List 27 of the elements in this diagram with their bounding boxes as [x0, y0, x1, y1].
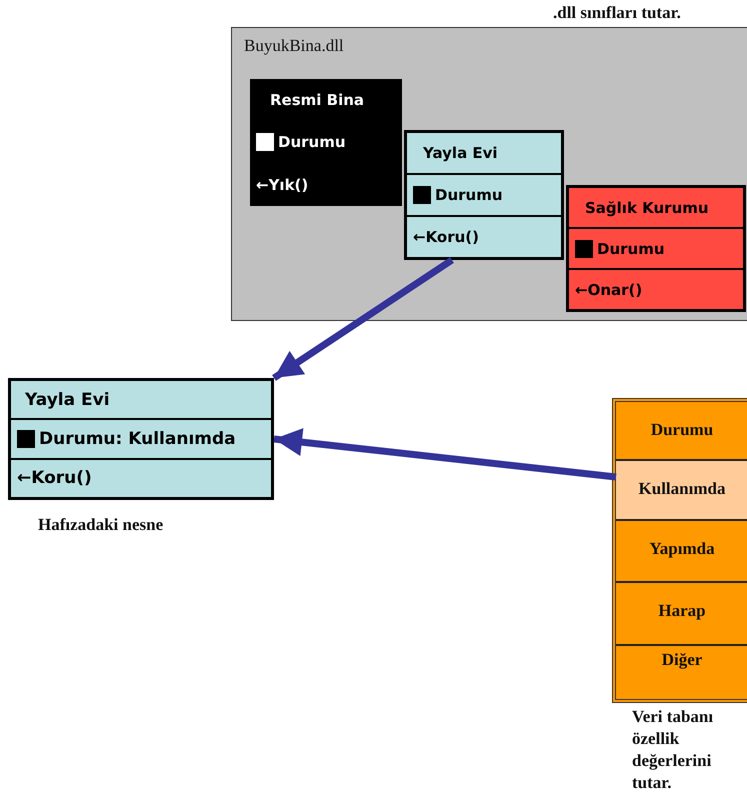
class-name: Resmi Bina	[270, 91, 364, 110]
attribute-text: Durumu	[278, 133, 346, 152]
note-text: Veri tabanı özellik değerlerini tutar.	[632, 706, 714, 794]
class-box	[404, 130, 564, 260]
table-cell: Diğer	[616, 644, 747, 707]
attribute-text: Durumu	[597, 240, 665, 258]
table-cell: Yapımda	[616, 519, 747, 581]
class-box	[566, 185, 746, 312]
table-cell: Durumu	[616, 402, 747, 459]
method-text: ←Koru()	[17, 468, 92, 488]
class-name: Yayla Evi	[423, 144, 498, 162]
method-text: ←Yık()	[256, 176, 308, 194]
table-cell: Harap	[616, 581, 747, 644]
attribute-text: Durumu	[435, 186, 503, 204]
table-frame	[612, 398, 747, 703]
note-text: Hafızadaki nesne	[38, 514, 164, 536]
method-text: ←Koru()	[413, 228, 480, 246]
class-box	[8, 378, 274, 500]
package-panel	[231, 27, 747, 321]
note-text: .dll sınıfları tutar.	[553, 2, 682, 24]
method-text: ←Onar()	[575, 280, 642, 298]
class-box	[250, 79, 402, 206]
class-name: Sağlık Kurumu	[585, 198, 709, 216]
attribute-text: Durumu: Kullanımda	[39, 428, 236, 449]
class-name: Yayla Evi	[25, 390, 110, 410]
table-cell: Kullanımda	[616, 459, 747, 519]
package-name: BuyukBina.dll	[244, 36, 344, 56]
